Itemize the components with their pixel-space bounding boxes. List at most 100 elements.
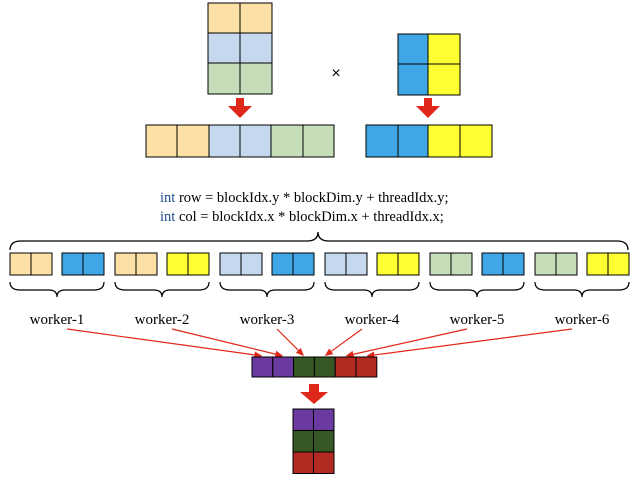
- result-matrix-cell: [313, 451, 335, 474]
- worker-col-cell: [481, 252, 504, 276]
- worker-2-pair: [114, 252, 210, 298]
- worker-group: [9, 252, 630, 298]
- worker-col-cell: [271, 252, 294, 276]
- flat-a-cell: [176, 124, 210, 158]
- matrix-a-cell: [207, 62, 241, 95]
- worker-col-cell: [376, 252, 399, 276]
- worker-brace: [534, 281, 630, 298]
- worker-arrow: [276, 328, 299, 351]
- worker-brace: [429, 281, 525, 298]
- flat-a-cell: [270, 124, 304, 158]
- worker-row-cell: [324, 252, 347, 276]
- result-matrix-cell: [292, 408, 314, 431]
- code-line-row: int row = blockIdx.y * blockDim.y + thre…: [160, 190, 449, 206]
- code-line-col: int col = blockIdx.x * blockDim.x + thre…: [160, 209, 444, 225]
- matrix-b-cell: [427, 63, 461, 96]
- worker-3-pair: [219, 252, 315, 298]
- worker-brace: [114, 281, 210, 298]
- worker-label: worker-2: [135, 312, 190, 328]
- worker-arrow: [171, 328, 276, 355]
- flat-a-cell: [208, 124, 241, 158]
- worker-arrowhead: [324, 348, 334, 356]
- worker-brace: [324, 281, 420, 298]
- result-row: [251, 356, 378, 378]
- worker-1-pair: [9, 252, 105, 298]
- matrix-a-cell: [239, 2, 273, 34]
- worker-col-cell: [607, 252, 630, 276]
- flattened-matrix-b: [365, 124, 493, 158]
- worker-row-cell: [30, 252, 53, 276]
- result-matrix-cell: [292, 451, 314, 474]
- worker-arrow: [353, 328, 468, 355]
- flat-b-cell: [459, 124, 493, 158]
- matrix-b-cell: [427, 33, 461, 65]
- worker-row-cell: [9, 252, 32, 276]
- result-matrix-cell: [313, 430, 335, 453]
- worker-row-cell: [345, 252, 368, 276]
- worker-col-cell: [397, 252, 420, 276]
- worker-arrowhead: [274, 350, 284, 358]
- worker-4-pair: [324, 252, 420, 298]
- worker-row-cell: [135, 252, 158, 276]
- worker-col-cell: [61, 252, 84, 276]
- multiply-sign: ×: [331, 65, 340, 82]
- worker-row-cell: [429, 252, 452, 276]
- worker-row-cell: [450, 252, 473, 276]
- worker-arrow: [330, 328, 363, 352]
- matrix-a-cell: [207, 2, 241, 34]
- worker-arrowhead: [295, 347, 304, 356]
- worker-row-cell: [534, 252, 557, 276]
- result-row-cell: [272, 356, 295, 378]
- flatten-arrow-b: [416, 98, 440, 118]
- result-row-cell: [251, 356, 274, 378]
- code-text: col = blockIdx.x * blockDim.x + threadId…: [175, 209, 443, 225]
- worker-label: worker-3: [240, 312, 295, 328]
- worker-arrow: [66, 328, 255, 356]
- worker-row-cell: [219, 252, 242, 276]
- result-row-cell: [334, 356, 357, 378]
- flat-b-cell: [365, 124, 399, 158]
- worker-col-cell: [187, 252, 210, 276]
- flat-b-cell: [427, 124, 461, 158]
- code-text: row = blockIdx.y * blockDim.y + threadId…: [175, 190, 448, 206]
- flat-a-cell: [302, 124, 335, 158]
- worker-arrowhead: [345, 350, 355, 358]
- worker-col-cell: [82, 252, 105, 276]
- flattened-matrix-a: [145, 124, 335, 158]
- worker-col-cell: [586, 252, 609, 276]
- worker-5-pair: [429, 252, 525, 298]
- matrix-a: [207, 2, 273, 95]
- worker-arrows: [66, 328, 573, 359]
- worker-label: worker-1: [30, 312, 85, 328]
- worker-row-cell: [240, 252, 263, 276]
- flat-b-cell: [397, 124, 429, 158]
- flatten-arrow-a: [228, 98, 252, 118]
- matrix-a-cell: [207, 32, 241, 64]
- code-keyword: int: [160, 209, 175, 225]
- flat-a-cell: [239, 124, 272, 158]
- result-row-cell: [313, 356, 336, 378]
- worker-row-cell: [114, 252, 137, 276]
- worker-brace: [219, 281, 315, 298]
- worker-arrow: [374, 328, 573, 356]
- code-keyword: int: [160, 190, 175, 206]
- result-matrix: [292, 408, 335, 474]
- worker-col-cell: [292, 252, 315, 276]
- worker-col-cell: [502, 252, 525, 276]
- matrix-b-cell: [397, 63, 429, 96]
- reshape-arrow: [300, 384, 328, 404]
- result-matrix-cell: [292, 430, 314, 453]
- matrix-b: [397, 33, 461, 96]
- worker-label: worker-6: [555, 312, 610, 328]
- matrix-a-cell: [239, 32, 273, 64]
- worker-6-pair: [534, 252, 630, 298]
- flat-a-cell: [145, 124, 178, 158]
- worker-col-cell: [166, 252, 189, 276]
- result-row-cell: [293, 356, 315, 378]
- matrix-a-cell: [239, 62, 273, 95]
- worker-brace: [9, 281, 105, 298]
- distribution-brace: [9, 231, 629, 251]
- matrix-b-cell: [397, 33, 429, 65]
